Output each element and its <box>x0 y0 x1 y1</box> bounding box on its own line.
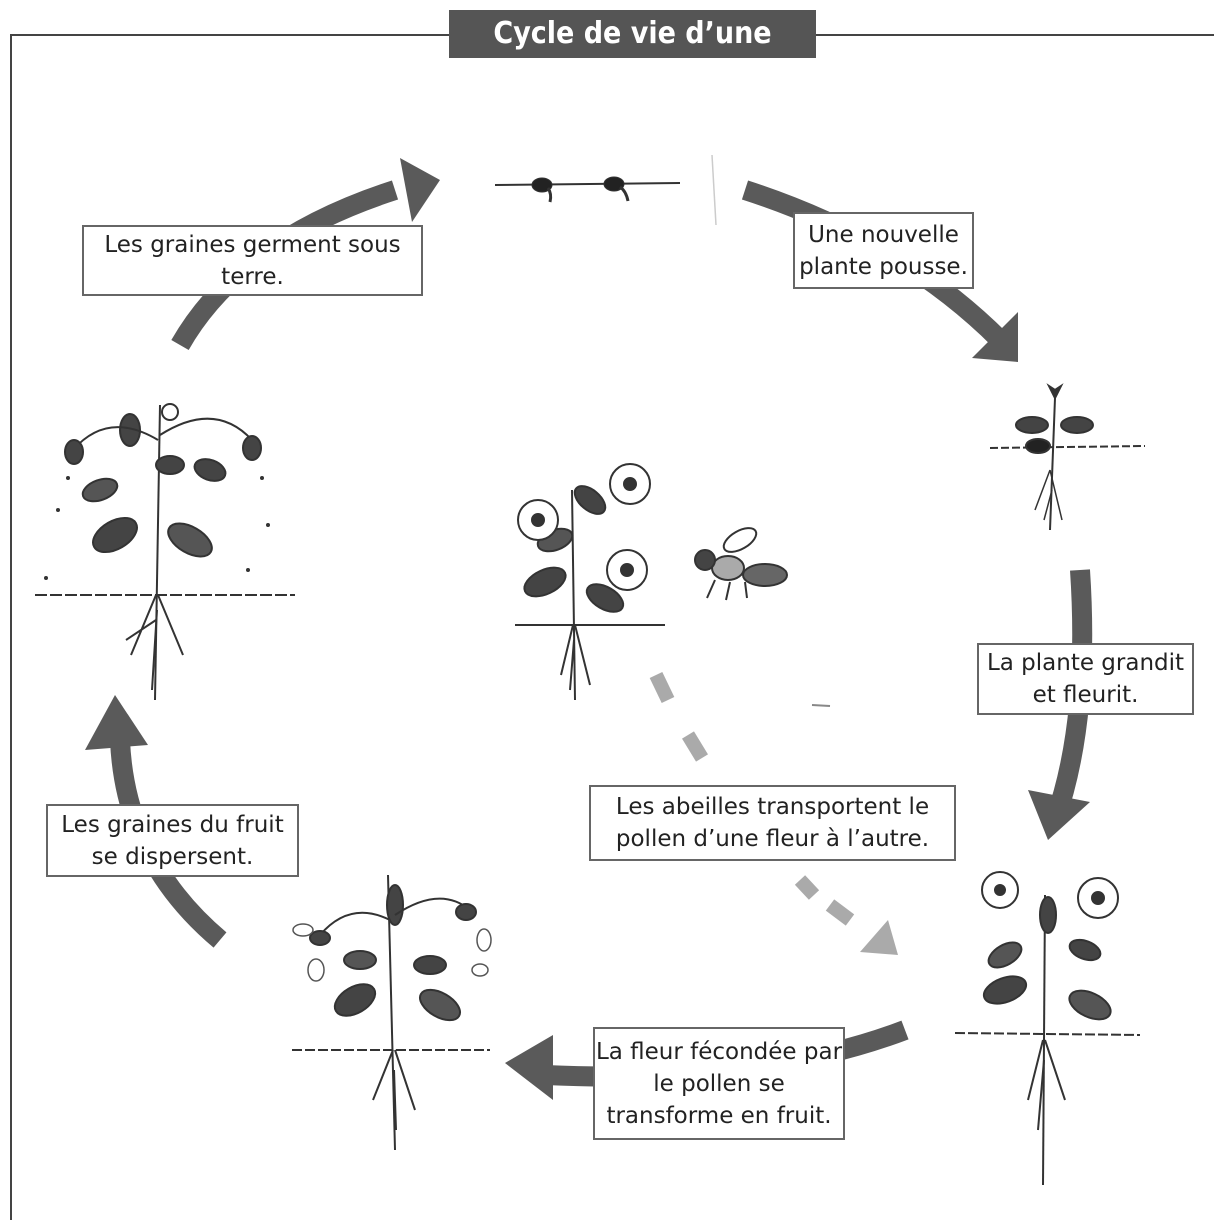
label-pollination: Les abeilles transportent le pollen d’un… <box>589 785 956 861</box>
label-germination-text: Les graines germent sous terre. <box>104 231 401 290</box>
pollination-dashed-arrow <box>649 671 855 926</box>
pollination-arrowhead <box>860 920 898 955</box>
label-growth: Une nouvelle plante pousse. <box>793 212 974 289</box>
arrowhead-growth <box>972 312 1018 362</box>
arrowhead-fruit <box>505 1035 553 1100</box>
arrowhead-dispersal <box>85 695 148 750</box>
flowering-plant-right-icon <box>954 871 1141 1186</box>
label-growth-text: Une nouvelle plante pousse. <box>799 221 968 280</box>
label-germination: Les graines germent sous terre. <box>82 225 423 296</box>
label-fruit-text: La fleur fécondée par le pollen se trans… <box>595 1038 843 1129</box>
label-flowering-text: La plante grandit et fleurit. <box>986 650 1185 708</box>
frame-left-border <box>10 34 12 1220</box>
arrowhead-flowering <box>1028 790 1090 840</box>
arrowhead-germination <box>400 158 440 222</box>
seeds-icon <box>494 154 717 226</box>
diagram-title: Cycle de vie d’une plante <box>449 10 816 99</box>
label-dispersal: Les graines du fruit se dispersent. <box>46 804 299 877</box>
label-flowering: La plante grandit et fleurit. <box>977 643 1194 715</box>
bee-icon <box>694 527 788 601</box>
arrow-heads <box>85 158 1090 1100</box>
seedling-icon <box>989 383 1146 531</box>
label-fruit: La fleur fécondée par le pollen se trans… <box>593 1027 845 1140</box>
fruiting-plant-icon <box>292 874 492 1151</box>
cycle-arrows <box>110 180 1093 1087</box>
label-dispersal-text: Les graines du fruit se dispersent. <box>61 811 284 870</box>
label-pollination-text: Les abeilles transportent le pollen d’un… <box>615 794 930 852</box>
flowering-plant-icon <box>515 463 665 701</box>
seeding-plant-icon <box>35 403 295 701</box>
